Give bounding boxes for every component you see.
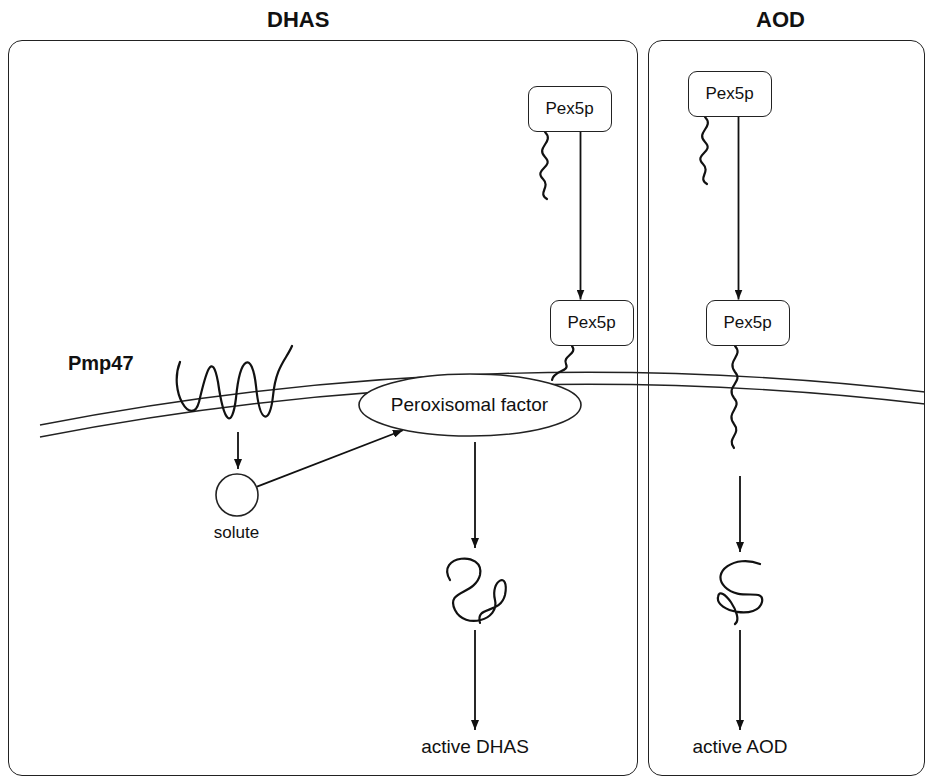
protein-name: Pmp47 [68, 352, 134, 375]
process-box: Pex5p [706, 300, 790, 346]
process-arrow [474, 442, 476, 548]
process-arrow [739, 476, 741, 552]
node-label: Pex5p [705, 84, 753, 104]
product-label: active AOD [692, 736, 787, 758]
protein-chain [552, 346, 573, 380]
process-arrow [739, 630, 741, 730]
protein-chain [540, 132, 548, 199]
panel-box: AODPex5pPex5p [648, 40, 925, 776]
factor-ellipse-shape [359, 374, 581, 436]
folded-protein [447, 559, 506, 623]
process-box: Pex5p [688, 71, 772, 117]
product-label: active DHAS [421, 736, 529, 758]
connector-arrow [738, 117, 740, 300]
solute-circle-shape [216, 474, 258, 516]
protein-chain [731, 346, 737, 448]
panel-title: AOD [756, 7, 805, 33]
panel-box: DHASPex5pPex5pPeroxisomal factorsolute [8, 40, 638, 776]
node-label: Pex5p [723, 313, 771, 333]
node-label: Pex5p [545, 99, 593, 119]
process-arrow [474, 630, 476, 730]
node-label: solute [214, 523, 259, 543]
connector-arrow [257, 430, 403, 486]
process-box: Pex5p [528, 86, 612, 132]
process-box: Pex5p [550, 300, 634, 346]
node-label: Pex5p [567, 313, 615, 333]
node-label: Peroxisomal factor [391, 394, 548, 416]
solute-circle: solute [215, 473, 259, 517]
protein-chain [700, 117, 708, 184]
folded-protein [718, 561, 762, 624]
transport-arrow [237, 432, 239, 469]
solute-circle-outline [215, 473, 259, 517]
connector-arrow [580, 132, 582, 300]
pmp47-protein [177, 346, 292, 418]
panel-title: DHAS [267, 7, 329, 33]
factor-ellipse: Peroxisomal factor [358, 373, 582, 437]
